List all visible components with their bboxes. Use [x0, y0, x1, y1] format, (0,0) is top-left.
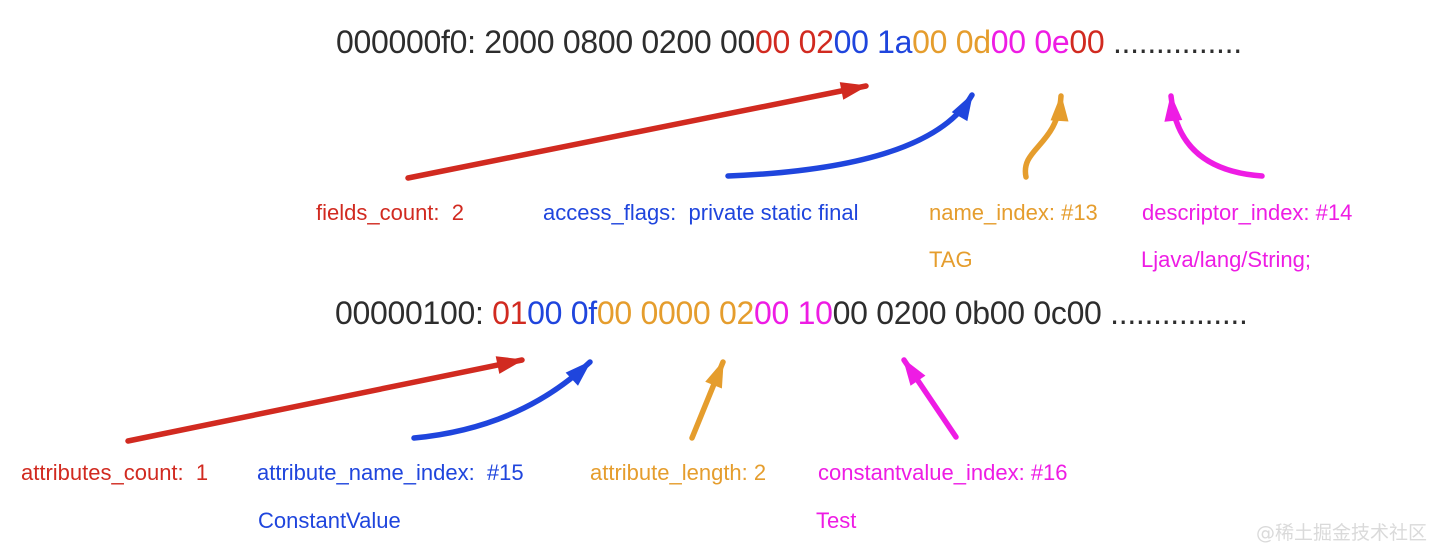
attribute-name-note: ConstantValue	[258, 508, 401, 533]
name-index-arrow-icon	[1022, 93, 1069, 180]
attributes-count-label: attributes_count: 1	[21, 460, 209, 485]
constantvalue-index-label: constantvalue_index: #16	[818, 460, 1068, 485]
attributes-count-arrow-icon	[125, 356, 525, 444]
attribute-name-index-label: attribute_name_index: #15	[257, 460, 524, 485]
hex-segment-dark: 00000100:	[335, 295, 493, 331]
attribute-name-index-arrow-icon	[411, 359, 593, 441]
access-flags-label: access_flags: private static final	[543, 200, 859, 225]
hex-segment-red: 00	[1069, 24, 1105, 60]
descriptor-index-arrow-icon	[1164, 93, 1265, 179]
name-index-label: name_index: #13	[929, 200, 1098, 225]
constantvalue-index-arrow-icon	[901, 357, 959, 440]
fields-count-label: fields_count: 2	[316, 200, 464, 225]
hex-segment-blue: 00 1a	[833, 24, 913, 60]
hex-segment-magenta: 00 10	[754, 295, 833, 331]
hex-segment-dark: ...............	[1104, 24, 1242, 60]
attribute-length-label: attribute_length: 2	[590, 460, 767, 485]
constantvalue-note: Test	[816, 508, 857, 533]
hex-segment-magenta: 00 0e	[990, 24, 1070, 60]
fields-count-arrow-icon	[405, 82, 869, 181]
name-index-note: TAG	[929, 247, 973, 272]
descriptor-index-note: Ljava/lang/String;	[1141, 247, 1311, 272]
hex-segment-blue: 00 0f	[527, 295, 597, 331]
hex-segment-dark: 00 0200 0b00 0c00 ................	[832, 295, 1248, 331]
hex-segment-orange: 00 0d	[912, 24, 991, 60]
access-flags-arrow-icon	[725, 92, 975, 179]
descriptor-index-label: descriptor_index: #14	[1142, 200, 1353, 225]
hex-segment-red: 01	[492, 295, 528, 331]
hex-line-1: 000000f0: 2000 0800 0200 0000 0200 1a00 …	[336, 22, 1242, 62]
hex-segment-red: 00 02	[754, 24, 834, 60]
watermark: @稀土掘金技术社区	[1256, 522, 1428, 544]
hex-line-2: 00000100: 0100 0f00 0000 0200 1000 0200 …	[335, 293, 1248, 333]
hex-segment-orange: 00 0000 02	[596, 295, 755, 331]
hex-segment-dark: 000000f0: 2000 0800 0200 00	[336, 24, 755, 60]
attribute-length-arrow-icon	[689, 359, 726, 441]
